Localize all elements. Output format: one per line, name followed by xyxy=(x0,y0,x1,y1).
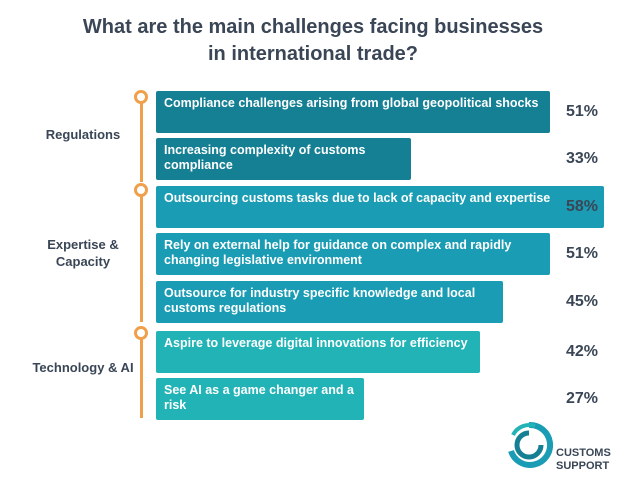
value-label: 33% xyxy=(565,150,598,167)
bar: Outsourcing customs tasks due to lack of… xyxy=(156,186,604,228)
bar: Rely on external help for guidance on co… xyxy=(156,233,550,275)
value-label: 45% xyxy=(565,293,598,310)
value-label: 58% xyxy=(565,198,598,215)
customs-support-logo-icon xyxy=(508,421,553,468)
value-label: 27% xyxy=(565,390,598,407)
value-label: 51% xyxy=(565,245,598,262)
value-label: 51% xyxy=(565,103,598,120)
group-connector-line xyxy=(139,97,143,182)
group-marker-icon xyxy=(134,326,148,340)
logo-text: CUSTOMS SUPPORT xyxy=(556,447,611,473)
bar: Compliance challenges arising from globa… xyxy=(156,91,550,133)
group-label: Technology & AI xyxy=(32,360,134,375)
group-connector-line xyxy=(139,333,143,418)
bar: Aspire to leverage digital innovations f… xyxy=(156,331,481,373)
logo-line-2: SUPPORT xyxy=(556,460,610,472)
title-line-2: in international trade? xyxy=(207,43,419,65)
group-label: Regulations xyxy=(45,127,121,142)
group-marker-icon xyxy=(134,90,148,104)
group-label: Expertise & Capacity xyxy=(47,237,119,269)
logo-line-1: CUSTOMS xyxy=(556,447,611,459)
title-line-1: What are the main challenges facing busi… xyxy=(82,16,544,38)
group-marker-icon xyxy=(134,183,148,197)
group-connector-line xyxy=(139,190,143,322)
value-label: 42% xyxy=(565,343,598,360)
bar: Outsource for industry specific knowledg… xyxy=(156,281,504,323)
chart-title: What are the main challenges facing busi… xyxy=(0,14,626,68)
bar: Increasing complexity of customs complia… xyxy=(156,138,411,180)
bar: See AI as a game changer and a risk xyxy=(156,378,365,420)
